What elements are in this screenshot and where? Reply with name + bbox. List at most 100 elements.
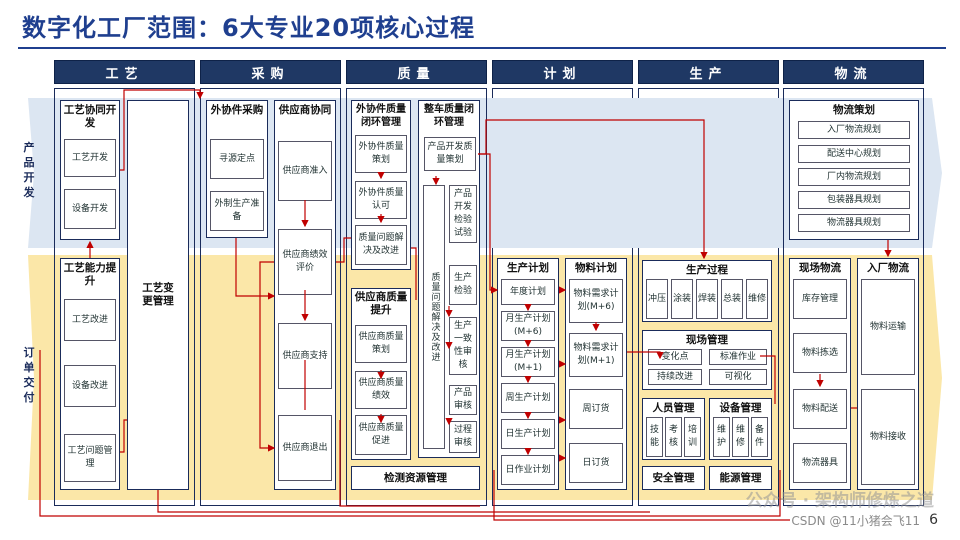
- title-rule: [18, 47, 946, 49]
- outsource-purchase-item: 寻源定点: [210, 139, 264, 179]
- production-plan-item: 年度计划: [501, 279, 555, 305]
- lab-resource-title: 检测资源管理: [384, 471, 447, 484]
- supplier-collab-item: 供应商绩效评价: [278, 229, 332, 295]
- material-plan-title: 物料计划: [575, 262, 617, 274]
- row-label-order-delivery: 订单交付: [23, 346, 35, 404]
- vehicle-quality-item: 产品开发质量策划: [424, 137, 476, 171]
- header-logistics: 物流: [783, 60, 924, 84]
- inbound-logistics-item: 物料运输: [861, 279, 915, 375]
- craft-improve-box: 工艺能力提升 工艺改进 设备改进 工艺问题管理: [60, 258, 120, 490]
- material-plan-item: 物料需求计划(M+1): [569, 333, 623, 377]
- equipment-management-box: 设备管理 维护 维修 备件: [709, 398, 772, 460]
- production-process-item: 焊装: [696, 279, 718, 319]
- row-label-product-dev: 产品开发: [23, 141, 35, 199]
- people-management-item: 考核: [665, 417, 682, 457]
- craft-collab-box: 工艺协同开发 工艺开发 设备开发: [60, 100, 120, 240]
- craft-improve-item: 工艺问题管理: [64, 434, 116, 482]
- outsrc-quality-item: 外协件质量策划: [355, 135, 407, 173]
- craft-change-box: 工艺变更管理: [127, 100, 189, 490]
- inbound-logistics-box: 入厂物流 物料运输 物料接收: [857, 258, 919, 490]
- outsource-purchase-title: 外协件采购: [210, 104, 264, 116]
- craft-improve-item: 工艺改进: [64, 299, 116, 341]
- outsrc-quality-item: 外协件质量认可: [355, 181, 407, 219]
- site-logistics-title: 现场物流: [799, 262, 841, 274]
- header-production: 生产: [638, 60, 779, 84]
- logistics-plan-box: 物流策划 入厂物流规划 配送中心规划 厂内物流规划 包装器具规划 物流器具规划: [789, 100, 919, 240]
- band-arrow-tails: [28, 98, 36, 500]
- logistics-plan-title: 物流策划: [833, 104, 875, 116]
- people-management-box: 人员管理 技能 考核 培训: [642, 398, 705, 460]
- production-process-item: 冲压: [646, 279, 668, 319]
- production-plan-title: 生产计划: [507, 262, 549, 274]
- supplier-collab-title: 供应商协同: [278, 104, 332, 116]
- equipment-management-item: 维护: [713, 417, 730, 457]
- page-number: 6: [929, 512, 938, 528]
- vehicle-quality-item: 过程审核: [449, 421, 477, 453]
- craft-collab-title: 工艺协同开发: [63, 104, 117, 129]
- material-plan-item: 日订货: [569, 443, 623, 483]
- craft-collab-item: 设备开发: [64, 189, 116, 229]
- site-management-box: 现场管理 变化点 标准作业 持续改进 可视化: [642, 330, 772, 390]
- logistics-plan-item: 包装器具规划: [798, 191, 910, 209]
- equipment-management-title: 设备管理: [719, 402, 762, 414]
- vehicle-quality-item: 生产检验: [449, 265, 477, 305]
- column-logistics: [783, 88, 924, 506]
- inbound-logistics-title: 入厂物流: [867, 262, 909, 274]
- craft-change-title: 工艺变更管理: [142, 282, 174, 307]
- column-purchase: [200, 88, 341, 506]
- header-quality: 质量: [346, 60, 487, 84]
- energy-management-box: 能源管理: [709, 466, 772, 490]
- energy-management-title: 能源管理: [719, 471, 762, 484]
- vehicle-quality-box: 整车质量闭环管理 质量问题解决及改进 产品开发质量策划 产品开发检验试验 生产检…: [418, 100, 480, 458]
- lab-resource-box: 检测资源管理: [351, 466, 480, 490]
- people-management-item: 培训: [684, 417, 701, 457]
- column-production: [638, 88, 779, 506]
- supplier-collab-item: 供应商退出: [278, 415, 332, 481]
- site-logistics-item: 库存管理: [793, 279, 847, 319]
- production-process-item: 总装: [721, 279, 743, 319]
- site-management-item: 可视化: [709, 369, 767, 385]
- production-empty-top: [638, 98, 779, 248]
- inbound-logistics-item: 物料接收: [861, 389, 915, 485]
- people-management-title: 人员管理: [652, 402, 695, 414]
- craft-improve-title: 工艺能力提升: [63, 262, 117, 287]
- logistics-plan-item: 厂内物流规划: [798, 168, 910, 186]
- supplier-quality-title: 供应商质量提升: [354, 291, 408, 316]
- site-management-item: 标准作业: [709, 349, 767, 365]
- people-management-item: 技能: [646, 417, 663, 457]
- safety-management-box: 安全管理: [642, 466, 705, 490]
- logistics-plan-item: 入厂物流规划: [798, 121, 910, 139]
- supplier-quality-item: 供应商质量策划: [355, 325, 407, 363]
- site-logistics-item: 物料拣选: [793, 333, 847, 373]
- header-craft: 工艺: [54, 60, 195, 84]
- vehicle-quality-side: 质量问题解决及改进: [423, 185, 445, 449]
- watermark-csdn: CSDN @11小猪会飞11: [791, 514, 920, 528]
- site-logistics-item: 物料配送: [793, 389, 847, 429]
- column-plan: [492, 88, 633, 506]
- page-title: 数字化工厂范围：6大专业20项核心过程: [22, 14, 476, 42]
- logistics-plan-item: 配送中心规划: [798, 145, 910, 163]
- site-management-item: 持续改进: [648, 369, 702, 385]
- vehicle-quality-side-text: 质量问题解决及改进: [429, 272, 440, 362]
- production-process-item: 涂装: [671, 279, 693, 319]
- material-plan-item: 周订货: [569, 389, 623, 429]
- vehicle-quality-item: 产品开发检验试验: [449, 185, 477, 243]
- plan-empty-top: [492, 98, 633, 248]
- craft-collab-item: 工艺开发: [64, 139, 116, 177]
- production-plan-item: 周生产计划: [501, 383, 555, 413]
- equipment-management-item: 维修: [732, 417, 749, 457]
- outsource-purchase-box: 外协件采购 寻源定点 外制生产准备: [206, 100, 268, 238]
- production-process-title: 生产过程: [686, 264, 728, 276]
- craft-improve-item: 设备改进: [64, 365, 116, 407]
- material-plan-box: 物料计划 物料需求计划(M+6) 物料需求计划(M+1) 周订货 日订货: [565, 258, 627, 490]
- column-craft: [54, 88, 195, 506]
- outsrc-quality-title: 外协件质量闭环管理: [356, 104, 406, 128]
- header-purchase: 采购: [200, 60, 341, 84]
- material-plan-item: 物料需求计划(M+6): [569, 279, 623, 323]
- outsrc-quality-box: 外协件质量闭环管理 外协件质量策划 外协件质量认可 质量问题解决及改进: [351, 100, 411, 270]
- production-plan-item: 日作业计划: [501, 455, 555, 485]
- outsrc-quality-item: 质量问题解决及改进: [355, 225, 407, 265]
- supplier-quality-box: 供应商质量提升 供应商质量策划 供应商质量绩效 供应商质量促进: [351, 288, 411, 460]
- vehicle-quality-item: 产品审核: [449, 385, 477, 415]
